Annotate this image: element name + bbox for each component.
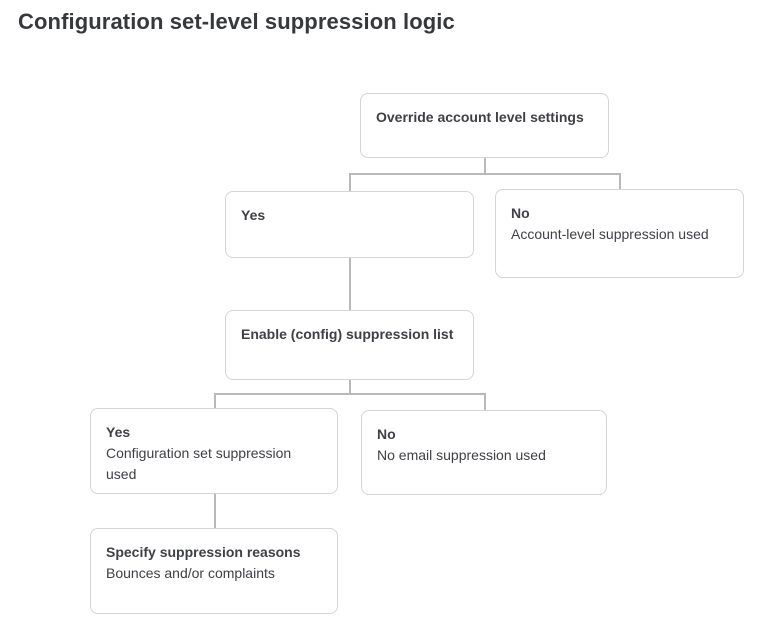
page-title: Configuration set-level suppression logi… [18, 9, 455, 34]
node-label: Override account level settings [376, 109, 584, 125]
connector-yes-to-specify [214, 494, 216, 528]
node-label: Yes [106, 424, 131, 440]
node-label: No [511, 205, 530, 221]
node-yes-configuration-set-suppression: Yes Configuration set suppression used [90, 408, 338, 494]
connector-enable-stem [349, 380, 351, 394]
node-label: Enable (config) suppression list [241, 326, 454, 342]
node-label: Specify suppression reasons [106, 544, 301, 560]
connector-yes-to-enable [349, 258, 351, 310]
node-sublabel: Configuration set suppression used [106, 445, 292, 482]
connector-row2-to-no [484, 393, 486, 410]
node-label: No [377, 426, 396, 442]
node-no-account-level-suppression: No Account-level suppression used [495, 189, 744, 278]
node-sublabel: Bounces and/or complaints [106, 565, 275, 581]
node-enable-config-suppression-list: Enable (config) suppression list [225, 310, 474, 380]
node-specify-suppression-reasons: Specify suppression reasons Bounces and/… [90, 528, 338, 614]
node-sublabel: Account-level suppression used [511, 226, 709, 242]
node-override-account-level-settings: Override account level settings [360, 93, 609, 158]
connector-override-stem [484, 158, 486, 174]
connector-row1-to-yes [349, 173, 351, 191]
connector-row1-branch [349, 173, 621, 175]
connector-row1-to-no [619, 173, 621, 189]
connector-row2-to-yes [214, 393, 216, 408]
node-yes-override: Yes [225, 191, 474, 258]
node-no-email-suppression: No No email suppression used [361, 410, 607, 495]
connector-row2-branch [214, 393, 486, 395]
node-sublabel: No email suppression used [377, 447, 546, 463]
node-label: Yes [241, 207, 266, 223]
